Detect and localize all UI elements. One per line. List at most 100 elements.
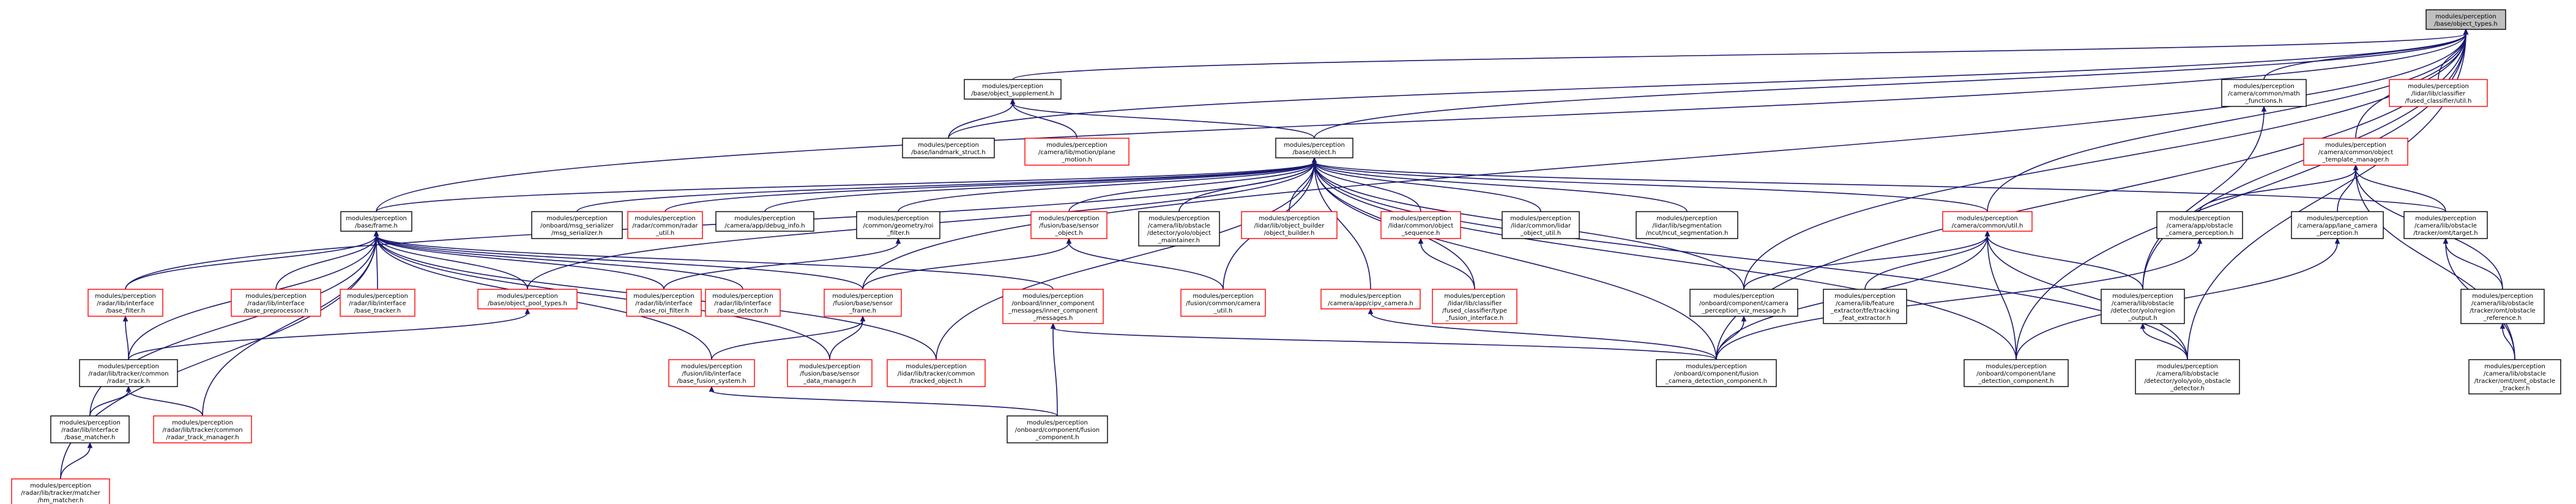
node-label-line: modules/perception: [2472, 293, 2533, 300]
file-node-ncut-segmentation[interactable]: modules/perception/lidar/lib/segmentatio…: [1636, 211, 1738, 239]
file-node-lidar-object-util[interactable]: modules/perception/lidar/common/lidar_ob…: [1502, 211, 1580, 239]
node-label-line: _frame.h: [849, 308, 876, 314]
file-node-lane-camera-perception[interactable]: modules/perception/camera/app/lane_camer…: [2291, 211, 2384, 239]
file-node-omt-obstacle-tracker[interactable]: modules/perception/camera/lib/obstacle/t…: [2468, 359, 2561, 395]
file-node-msg-serializer[interactable]: modules/perception/onboard/msg_serialize…: [531, 211, 623, 239]
node-label-line: modules/perception: [1284, 142, 1345, 149]
file-node-base-detector: modules/perception/radar/lib/interface/b…: [705, 289, 781, 317]
file-node-roi-filter[interactable]: modules/perception/common/geometry/roi_f…: [856, 211, 940, 239]
file-node-frame[interactable]: modules/perception/base/frame.h: [340, 211, 412, 232]
dependency-arrowhead: [87, 442, 93, 448]
node-label-line: /radar/lib/interface: [714, 300, 771, 307]
file-node-fusion-component[interactable]: modules/perception/onboard/component/fus…: [1007, 415, 1108, 443]
node-label-line: modules/perception: [2157, 363, 2218, 370]
file-node-yolo-region-output[interactable]: modules/perception/camera/lib/obstacle/d…: [2101, 289, 2185, 324]
node-box: [2303, 138, 2408, 166]
file-node-omt-target[interactable]: modules/perception/camera/lib/obstacle/t…: [2403, 211, 2488, 239]
file-node-debug-info[interactable]: modules/perception/camera/app/debug_info…: [715, 211, 814, 232]
dependency-edge: [376, 235, 1054, 290]
node-label-line: /camera/lib/obstacle: [2471, 300, 2534, 307]
file-node-yolo-obstacle-detector[interactable]: modules/perception/camera/lib/obstacle/d…: [2135, 359, 2240, 395]
node-label-line: /camera/common/object: [2318, 149, 2393, 156]
node-label-line: /base/landmark_struct.h: [911, 149, 985, 156]
dependency-edge: [125, 320, 129, 360]
node-box: [2468, 359, 2561, 395]
node-box: [1432, 289, 1517, 324]
dependency-edge: [1314, 161, 1541, 212]
dependency-edge: [89, 390, 129, 417]
node-label-line: /radar/lib/interface: [635, 300, 692, 307]
node-label-line: /base_filter.h: [106, 308, 145, 314]
dependency-edge: [2142, 110, 2265, 290]
node-label-line: modules/perception: [245, 293, 307, 300]
dependency-edge: [663, 242, 899, 290]
file-node-plane-motion: modules/perception/camera/lib/motion/pla…: [1024, 138, 1130, 166]
dependency-arrowhead: [2353, 164, 2359, 171]
dependency-edge: [125, 235, 377, 290]
node-label-line: /radar/lib/interface: [61, 427, 118, 434]
node-label-line: modules/perception: [1713, 293, 1774, 300]
file-node-perception-viz-message[interactable]: modules/perception/onboard/component/cam…: [1689, 289, 1798, 317]
node-label-line: modules/perception: [2435, 13, 2496, 20]
node-box: [1241, 211, 1338, 239]
file-node-sensor-object: modules/perception/fusion/base/sensor_ob…: [1030, 211, 1107, 239]
dependency-arrowhead: [1010, 98, 1016, 105]
dependency-edge: [376, 235, 743, 290]
node-label-line: _detector.h: [2170, 385, 2205, 392]
node-label-line: /fusion/base/sensor: [1039, 223, 1099, 229]
dependency-edge: [128, 390, 203, 417]
dependency-arrowhead: [1741, 315, 1747, 322]
node-label-line: /base/object_types.h: [2434, 21, 2497, 28]
file-node-omt-obstacle-reference[interactable]: modules/perception/camera/lib/obstacle/t…: [2460, 289, 2545, 324]
node-label-line: /base/object_supplement.h: [971, 91, 1054, 97]
node-box: [87, 289, 163, 317]
node-box: [1656, 359, 1777, 387]
file-node-sensor-data-manager: modules/perception/fusion/base/sensor_da…: [787, 359, 873, 387]
node-label-line: /hm_matcher.h: [38, 497, 84, 504]
file-node-object-supplement[interactable]: modules/perception/base/object_supplemen…: [964, 79, 1062, 100]
file-node-radar-util: modules/perception/radar/common/radar_ut…: [627, 211, 703, 239]
node-label-line: /base/object.h: [1293, 149, 1336, 156]
dependency-edge: [2142, 327, 2188, 360]
node-label-line: /lidar/lib/classifier: [2411, 91, 2466, 97]
file-node-obstacle-camera-perception[interactable]: modules/perception/camera/app/obstacle_c…: [2156, 211, 2243, 239]
node-label-line: /base_fusion_system.h: [677, 378, 746, 385]
node-label-line: _template_manager.h: [2322, 157, 2389, 163]
file-node-camera-math[interactable]: modules/perception/camera/common/math_fu…: [2221, 79, 2307, 107]
node-box: [153, 415, 252, 443]
node-label-line: _detection_component.h: [1978, 378, 2053, 385]
nodes-layer: modules/perception/base/object_types.hmo…: [11, 9, 2561, 504]
node-box: [824, 289, 902, 317]
node-label-line: modules/perception: [832, 293, 893, 300]
node-label-line: modules/perception: [2325, 142, 2386, 149]
file-node-landmark-struct[interactable]: modules/perception/base/landmark_struct.…: [902, 138, 995, 158]
node-box: [1007, 415, 1108, 443]
file-node-fusion-camera-detection-component[interactable]: modules/perception/onboard/component/fus…: [1656, 359, 1777, 387]
file-node-lane-detection-component[interactable]: modules/perception/onboard/component/lan…: [1964, 359, 2069, 387]
dependency-edge: [664, 161, 1315, 212]
node-box: [1823, 289, 1907, 324]
node-label-line: modules/perception: [1038, 215, 1100, 222]
file-node-object[interactable]: modules/perception/base/object.h: [1275, 138, 1353, 158]
node-label-line: modules/perception: [172, 420, 233, 426]
dependency-arrowhead: [1984, 230, 1990, 237]
file-node-tl-feature-extractor[interactable]: modules/perception/camera/lib/feature_ex…: [1823, 289, 1907, 324]
file-node-base-matcher[interactable]: modules/perception/radar/lib/interface/b…: [50, 415, 130, 443]
node-label-line: _util.h: [655, 230, 674, 237]
file-node-radar-track[interactable]: modules/perception/radar/lib/tracker/com…: [79, 359, 178, 387]
node-label-line: _object_util.h: [1520, 230, 1561, 237]
dependency-arrowhead: [709, 385, 715, 392]
node-box: [2403, 211, 2488, 239]
dependency-edge: [898, 161, 1315, 212]
node-label-line: modules/perception: [868, 215, 929, 222]
dependency-edge: [1370, 313, 1717, 360]
file-node-yolo-obstacle-maintainer[interactable]: modules/perception/camera/lib/obstacle/d…: [1138, 211, 1220, 246]
file-node-root[interactable]: modules/perception/base/object_types.h: [2425, 9, 2506, 30]
dependency-edge: [1012, 33, 2466, 80]
node-box: [2389, 79, 2488, 107]
node-label-line: _output.h: [2127, 315, 2157, 322]
dependency-edge: [948, 33, 2466, 139]
node-label-line: /base_tracker.h: [354, 308, 401, 314]
dependency-edge: [2445, 242, 2503, 290]
